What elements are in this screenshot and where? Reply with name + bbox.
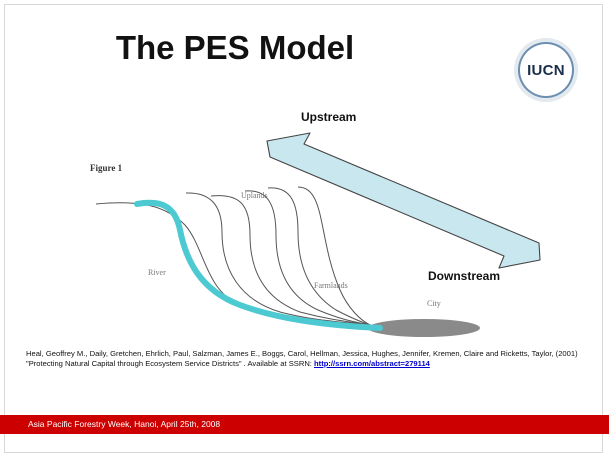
city-shape: [368, 319, 480, 337]
downstream-label: Downstream: [428, 269, 501, 283]
figure-title: Figure 1: [90, 163, 123, 173]
iucn-logo: IUCN: [520, 44, 572, 96]
river: [134, 199, 383, 331]
slide-frame: [4, 4, 603, 453]
contour-line: [297, 186, 371, 326]
slide-title: The PES Model: [115, 29, 355, 66]
figure-label-uplands: Uplands: [241, 191, 268, 200]
footer-bar: Asia Pacific Forestry Week, Hanoi, April…: [0, 415, 609, 434]
figure-label-river: River: [148, 268, 166, 277]
logo-text: IUCN: [527, 61, 565, 79]
contour-line: [210, 195, 371, 326]
contour-line: [244, 190, 371, 326]
upstream-downstream-arrow: [266, 132, 541, 269]
citation-text: Heal, Geoffrey M., Daily, Gretchen, Ehrl…: [26, 349, 578, 368]
citation: Heal, Geoffrey M., Daily, Gretchen, Ehrl…: [26, 349, 596, 369]
contour-line: [185, 192, 371, 326]
footer-text: Asia Pacific Forestry Week, Hanoi, April…: [28, 419, 221, 429]
figure-label-farmlands: Farmlands: [314, 281, 348, 290]
citation-link[interactable]: http://ssrn.com/abstract=279114: [314, 359, 430, 368]
upstream-label: Upstream: [301, 110, 357, 124]
contour-line: [267, 187, 371, 326]
contour-line: [95, 202, 371, 326]
figure-label-city: City: [427, 299, 441, 308]
